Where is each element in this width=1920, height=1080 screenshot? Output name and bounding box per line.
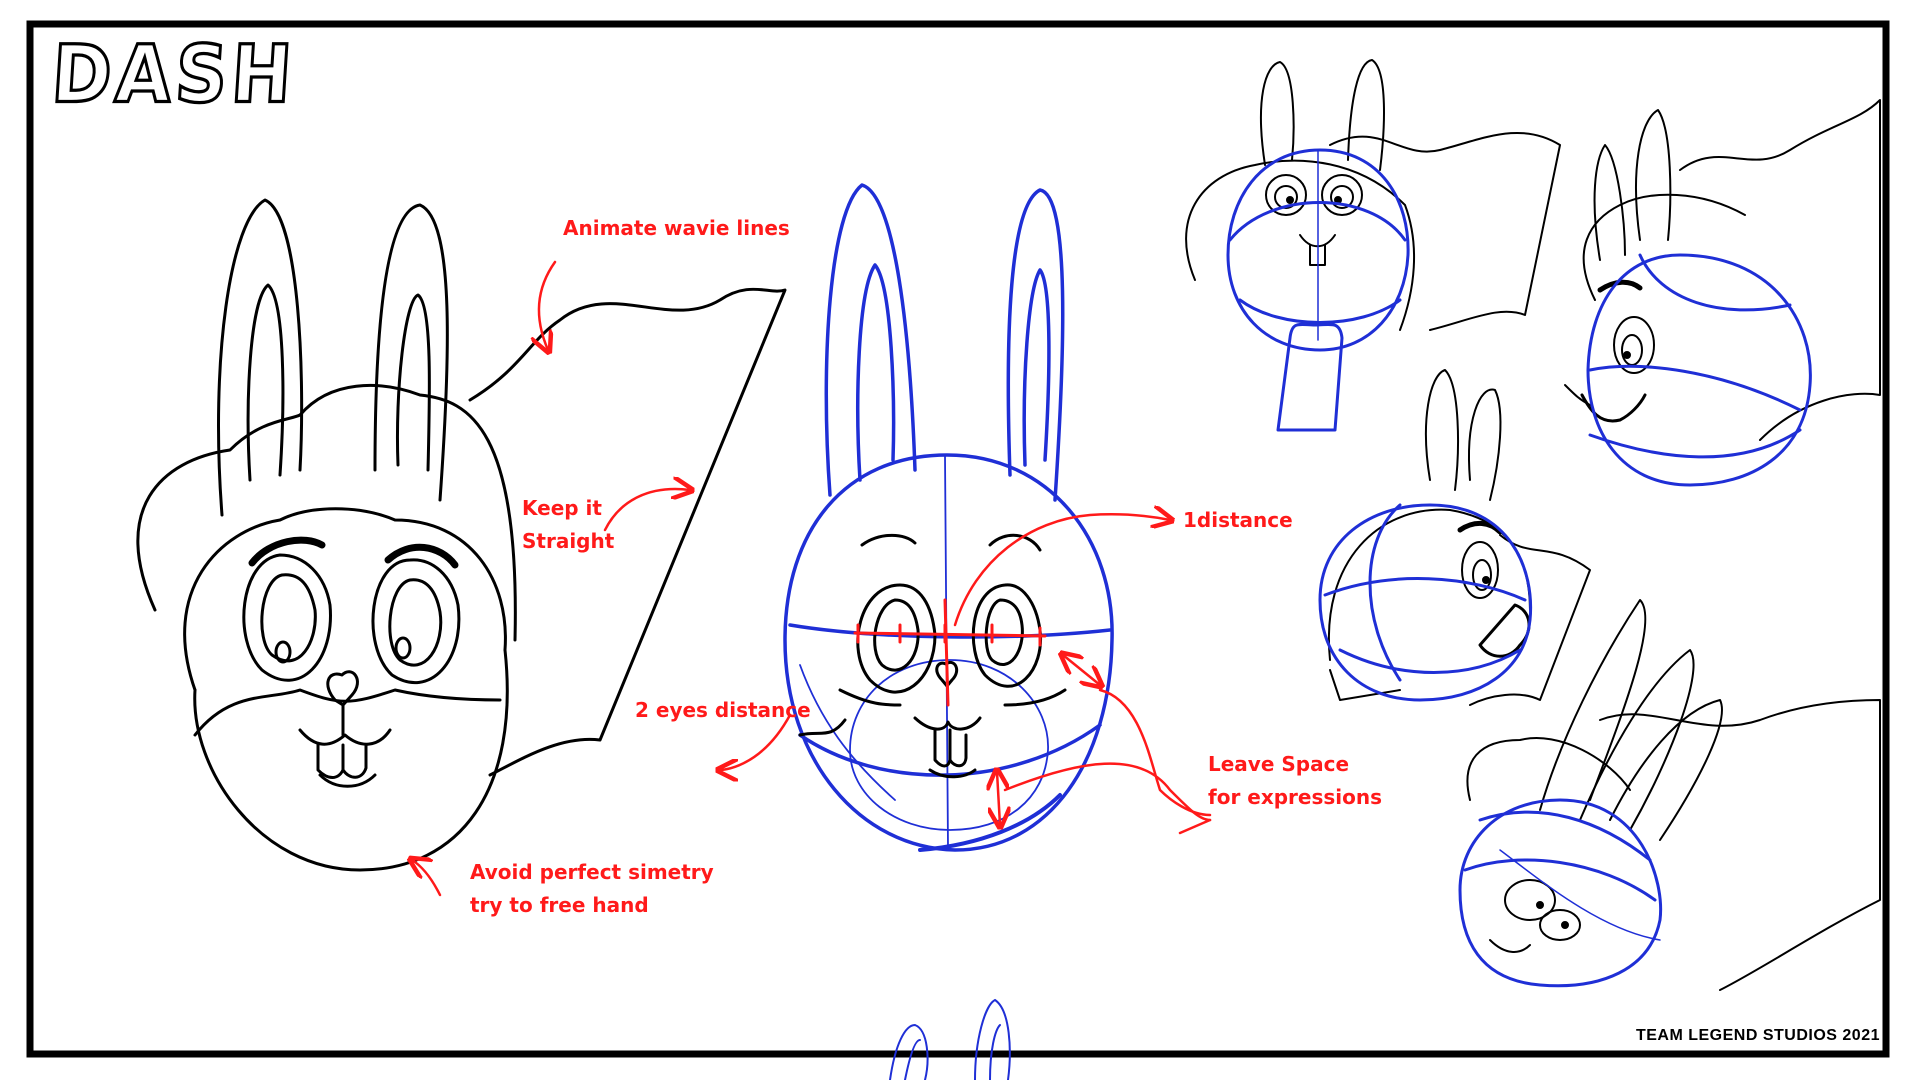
note-one-distance: 1distance [1183,508,1293,532]
sketch-front-view [1185,59,1561,432]
note-two-eyes-distance: 2 eyes distance [635,698,811,722]
note-animate-wavy-lines: Animate wavie lines [563,216,790,240]
note-leave-space: Leave Space for expressions [1208,752,1383,809]
note-avoid-symmetry: Avoid perfect simetry try to free hand [470,860,714,917]
sketch-high-angle-view [1458,599,1881,991]
sketch-bottom-ears [889,998,1011,1080]
sheet-title: DASH [47,26,300,122]
sketch-profile-view [1318,369,1591,706]
sketch-side-view [1564,99,1881,487]
note-keep-straight: Keep it Straight [522,496,615,553]
annotation-arrows [412,260,1212,897]
sheet-frame [26,20,1890,1058]
studio-credit: TEAM LEGEND STUDIOS 2021 [1635,1027,1880,1044]
construction-bunny-drawing [783,183,1114,852]
main-bunny-drawing [136,198,787,872]
